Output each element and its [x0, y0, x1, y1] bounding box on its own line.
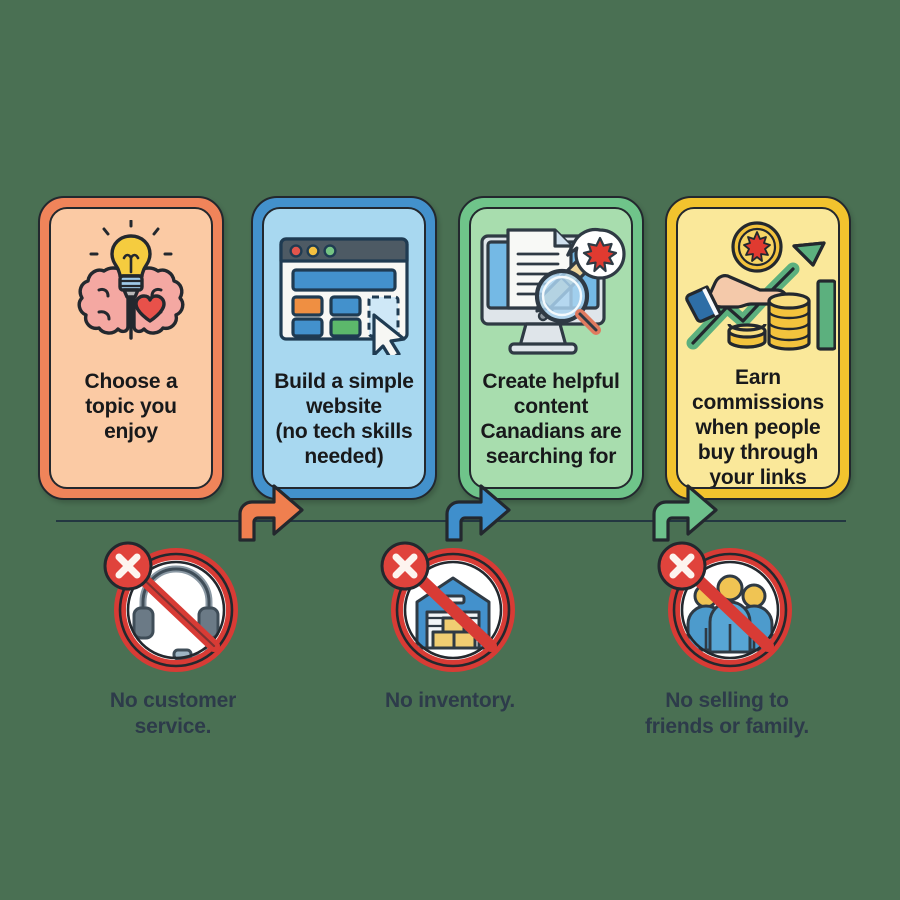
no-people-icon: [652, 540, 802, 680]
step-card-1-inner: Choose a topic you enjoy: [49, 207, 213, 489]
step-card-1[interactable]: Choose a topic you enjoy: [38, 196, 224, 500]
no-warehouse-icon: [375, 540, 525, 680]
arrow-right-icon-1: [236, 480, 306, 544]
steps-row: Choose a topic you enjoy: [38, 196, 862, 542]
hand-coin-growth-arrow-icon: [678, 215, 838, 365]
website-builder-icon: [264, 215, 424, 365]
step-card-2-inner: Build a simple website (no tech skills n…: [262, 207, 426, 489]
red-x-badge-icon: [380, 541, 430, 591]
arrow-right-icon-2: [443, 480, 513, 544]
exclusion-item-2-label: No inventory.: [384, 689, 516, 712]
exclusions-row: No customer service.: [40, 540, 860, 750]
monitor-document-magnifier-maple-leaf-icon: [471, 215, 631, 365]
exclusion-item-2[interactable]: No inventory.: [317, 540, 583, 750]
red-x-badge-icon: [657, 541, 707, 591]
no-headset-icon: [98, 540, 248, 680]
exclusion-item-1[interactable]: No customer service.: [40, 540, 306, 750]
step-card-2-label: Build a simple website (no tech skills n…: [274, 370, 414, 468]
exclusion-item-1-label: No customer service.: [109, 689, 237, 738]
red-x-badge-icon: [103, 541, 153, 591]
step-card-4-inner: Earn commissions when people buy through…: [676, 207, 840, 489]
exclusion-item-3[interactable]: No selling to friends or family.: [594, 540, 860, 750]
step-card-1-label: Choose a topic you enjoy: [84, 370, 178, 443]
step-card-3-label: Create helpful content Canadians are sea…: [480, 370, 622, 468]
step-card-3[interactable]: Create helpful content Canadians are sea…: [458, 196, 644, 500]
step-card-3-inner: Create helpful content Canadians are sea…: [469, 207, 633, 489]
brain-lightbulb-heart-icon: [51, 215, 211, 365]
step-card-4[interactable]: Earn commissions when people buy through…: [665, 196, 851, 500]
exclusion-item-3-label: No selling to friends or family.: [644, 689, 810, 738]
arrow-right-icon-3: [650, 480, 720, 544]
step-card-4-label: Earn commissions when people buy through…: [691, 366, 824, 489]
step-card-2[interactable]: Build a simple website (no tech skills n…: [251, 196, 437, 500]
